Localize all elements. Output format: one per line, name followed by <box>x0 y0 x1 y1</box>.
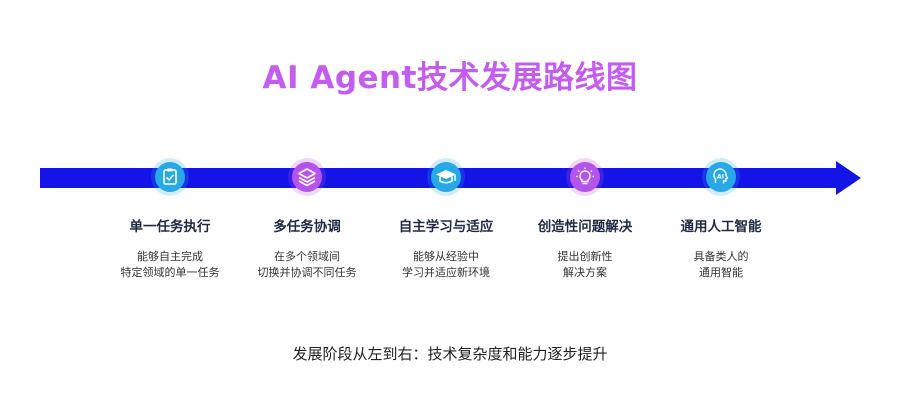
milestone-desc-line: 通用智能 <box>699 266 743 279</box>
graduation-cap-icon <box>427 158 465 196</box>
milestone-desc-line: 在多个领域间 <box>274 250 340 263</box>
arrow-head <box>836 161 861 195</box>
milestone-single-task: 单一任务执行 能够自主完成 特定领域的单一任务 <box>95 157 245 281</box>
milestone-title: 通用人工智能 <box>680 219 762 235</box>
milestone-desc-line: 提出创新性 <box>557 250 613 263</box>
milestone-icon-container <box>150 157 190 197</box>
ai-head-icon: AI <box>702 158 740 196</box>
page-title: AI Agent技术发展路线图 <box>262 60 638 96</box>
milestone-desc-line: 切换并协调不同任务 <box>257 266 357 279</box>
milestone-icon-container: AI <box>701 157 741 197</box>
milestone-desc-line: 能够从经验中 <box>413 250 479 263</box>
milestone-desc-line: 具备类人的 <box>693 250 749 263</box>
milestone-desc-line: 解决方案 <box>563 266 607 279</box>
milestone-desc-line: 学习并适应新环境 <box>402 266 490 279</box>
milestone-icon-container <box>287 157 327 197</box>
milestone-description: 能够自主完成 特定领域的单一任务 <box>95 249 245 281</box>
milestone-self-learning: 自主学习与适应 能够从经验中 学习并适应新环境 <box>371 157 521 281</box>
clipboard-check-icon <box>151 158 189 196</box>
layers-icon <box>288 158 326 196</box>
milestone-creative-solving: 创造性问题解决 提出创新性 解决方案 <box>510 157 660 281</box>
milestone-agi: AI 通用人工智能 具备类人的 通用智能 <box>646 157 796 281</box>
milestone-desc-line: 特定领域的单一任务 <box>120 266 220 279</box>
lightbulb-icon <box>566 158 604 196</box>
milestone-icon-container <box>426 157 466 197</box>
milestone-icon-container <box>565 157 605 197</box>
milestone-description: 具备类人的 通用智能 <box>646 249 796 281</box>
milestone-description: 提出创新性 解决方案 <box>510 249 660 281</box>
milestone-title: 创造性问题解决 <box>537 219 633 235</box>
milestone-description: 在多个领域间 切换并协调不同任务 <box>232 249 382 281</box>
ai-label: AI <box>717 174 724 181</box>
milestone-title: 自主学习与适应 <box>398 219 494 235</box>
milestone-title: 单一任务执行 <box>129 219 211 235</box>
milestone-desc-line: 能够自主完成 <box>137 250 203 263</box>
footer-note: 发展阶段从左到右：技术复杂度和能力逐步提升 <box>292 345 608 363</box>
milestone-description: 能够从经验中 学习并适应新环境 <box>371 249 521 281</box>
milestone-title: 多任务协调 <box>273 219 341 235</box>
milestone-multi-task: 多任务协调 在多个领域间 切换并协调不同任务 <box>232 157 382 281</box>
